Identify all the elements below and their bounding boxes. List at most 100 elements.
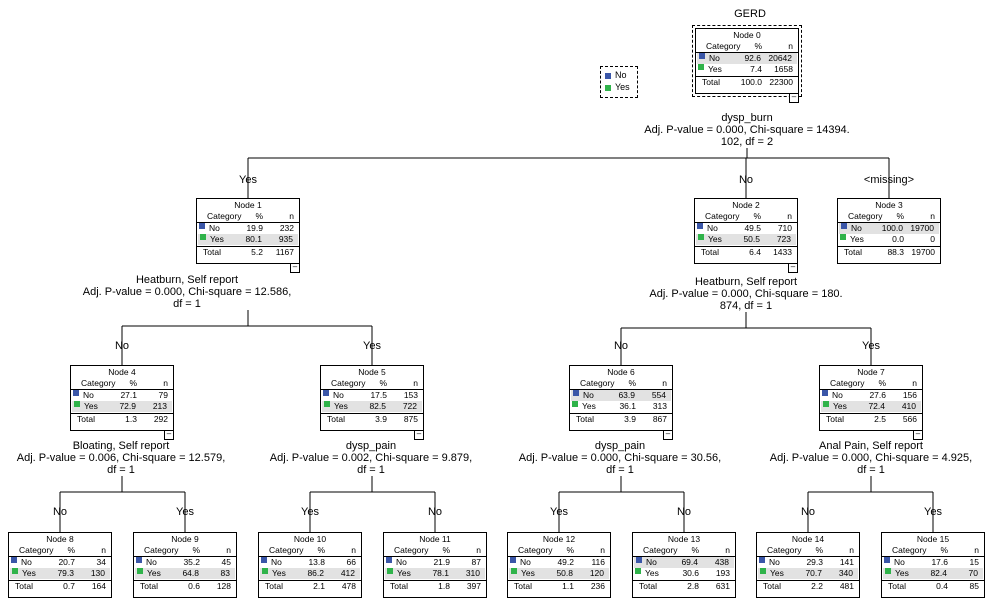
node-header-row: Category % n <box>134 545 236 557</box>
collapse-toggle[interactable]: – <box>788 263 798 273</box>
legend-swatch-no <box>605 73 611 79</box>
node-row-no: No 49.2 116 <box>508 557 610 568</box>
swatch-yes <box>698 234 704 240</box>
node-id: Node 7 <box>857 367 885 377</box>
tree-node-0[interactable]: Node 0 Category % n No 92.6 20642 Yes 7.… <box>692 25 802 103</box>
node-row-no: No 27.6 156 <box>820 390 922 401</box>
tree-node-1[interactable]: Node 1 Category % n No 19.9 232 Yes 80.1… <box>196 198 300 273</box>
node-id: Node 0 <box>733 30 761 40</box>
node-id: Node 9 <box>171 534 199 544</box>
branch-label-node-2: No <box>738 174 754 186</box>
tree-node-9[interactable]: Node 9 Category % n No 35.2 45 Yes 64.8 … <box>133 532 237 598</box>
swatch-no <box>841 223 847 229</box>
swatch-yes <box>137 568 143 574</box>
node-header-row: Category % n <box>757 545 859 557</box>
tree-node-10[interactable]: Node 10 Category % n No 13.8 66 Yes 86.2… <box>258 532 362 598</box>
tree-node-13[interactable]: Node 13 Category % n No 69.4 438 Yes 30.… <box>632 532 736 598</box>
node-header-row: Category % n <box>9 545 111 557</box>
node-header-row: Category % n <box>695 211 797 223</box>
node-row-yes: Yes 80.1 935 <box>198 234 298 245</box>
tree-node-12[interactable]: Node 12 Category % n No 49.2 116 Yes 50.… <box>507 532 611 598</box>
swatch-no <box>386 557 392 563</box>
node-header-row: Category % n <box>384 545 486 557</box>
node-row-total: Total 2.8 631 <box>633 580 735 592</box>
tree-node-5[interactable]: Node 5 Category % n No 17.5 153 Yes 82.5… <box>320 365 424 440</box>
node-row-no: No 27.1 79 <box>71 390 173 401</box>
tree-node-15[interactable]: Node 15 Category % n No 17.6 15 Yes 82.4… <box>881 532 985 598</box>
node-id: Node 6 <box>607 367 635 377</box>
swatch-no <box>759 557 765 563</box>
branch-label-node-14: No <box>800 506 816 518</box>
swatch-no <box>136 557 142 563</box>
split-label-node-2: Heatburn, Self report Adj. P-value = 0.0… <box>649 276 843 312</box>
node-row-no: No 63.9 554 <box>571 390 671 401</box>
swatch-no <box>636 557 642 563</box>
collapse-toggle[interactable]: – <box>789 93 799 103</box>
swatch-yes <box>572 401 578 407</box>
node-row-yes: Yes 64.8 83 <box>135 568 235 579</box>
tree-node-3[interactable]: Node 3 Category % n No 100.0 19700 Yes 0… <box>837 198 941 264</box>
tree-node-14[interactable]: Node 14 Category % n No 29.3 141 Yes 70.… <box>756 532 860 598</box>
swatch-no <box>822 390 828 396</box>
swatch-no <box>323 390 329 396</box>
node-row-no: No 49.5 710 <box>695 223 797 234</box>
node-id: Node 11 <box>419 534 451 544</box>
swatch-no <box>884 557 890 563</box>
node-row-total: Total 88.3 19700 <box>838 246 940 258</box>
collapse-toggle[interactable]: – <box>164 430 174 440</box>
swatch-yes <box>823 401 829 407</box>
node-row-total: Total 100.0 22300 <box>696 76 798 88</box>
node-id: Node 4 <box>108 367 136 377</box>
node-row-yes: Yes 0.0 0 <box>838 234 940 245</box>
swatch-yes <box>387 568 393 574</box>
node-row-no: No 20.7 34 <box>9 557 111 568</box>
node-header-row: Category % n <box>508 545 610 557</box>
collapse-toggle[interactable]: – <box>663 430 673 440</box>
node-row-yes: Yes 50.5 723 <box>696 234 796 245</box>
collapse-toggle[interactable]: – <box>913 430 923 440</box>
split-label-node-1: Heatburn, Self report Adj. P-value = 0.0… <box>82 274 292 310</box>
node-header-row: Category % n <box>570 378 672 390</box>
node-row-total: Total 3.9 875 <box>321 413 423 425</box>
node-row-no: No 21.9 87 <box>384 557 486 568</box>
node-id: Node 5 <box>358 367 386 377</box>
tree-node-6[interactable]: Node 6 Category % n No 63.9 554 Yes 36.1… <box>569 365 673 440</box>
legend-item-no: No <box>605 70 637 82</box>
node-row-total: Total 1.1 236 <box>508 580 610 592</box>
branch-label-node-15: Yes <box>924 506 942 518</box>
node-row-yes: Yes 82.5 722 <box>322 401 422 412</box>
node-row-no: No 29.3 141 <box>757 557 859 568</box>
diagram-title: GERD <box>734 8 766 20</box>
node-id: Node 3 <box>875 200 903 210</box>
branch-label-node-13: No <box>676 506 692 518</box>
tree-node-2[interactable]: Node 2 Category % n No 49.5 710 Yes 50.5… <box>694 198 798 273</box>
tree-node-11[interactable]: Node 11 Category % n No 21.9 87 Yes 78.1… <box>383 532 487 598</box>
swatch-yes <box>262 568 268 574</box>
node-header-row: Category % n <box>882 545 984 557</box>
node-id: Node 15 <box>916 534 950 544</box>
tree-node-7[interactable]: Node 7 Category % n No 27.6 156 Yes 72.4… <box>819 365 923 440</box>
collapse-toggle[interactable]: – <box>414 430 424 440</box>
node-row-total: Total 1.8 397 <box>384 580 486 592</box>
node-row-total: Total 2.5 566 <box>820 413 922 425</box>
swatch-no <box>699 53 705 59</box>
node-row-total: Total 0.7 164 <box>9 580 111 592</box>
node-row-total: Total 5.2 1167 <box>197 246 299 258</box>
node-row-yes: Yes 36.1 313 <box>570 401 672 412</box>
tree-node-8[interactable]: Node 8 Category % n No 20.7 34 Yes 79.3 … <box>8 532 112 598</box>
tree-node-4[interactable]: Node 4 Category % n No 27.1 79 Yes 72.9 … <box>70 365 174 440</box>
node-row-yes: Yes 78.1 310 <box>385 568 485 579</box>
node-row-yes: Yes 72.4 410 <box>821 401 921 412</box>
node-header-row: Category % n <box>71 378 173 390</box>
split-label-node-0: dysp_burn Adj. P-value = 0.000, Chi-squa… <box>644 112 850 148</box>
collapse-toggle[interactable]: – <box>290 263 300 273</box>
node-header-row: Category % n <box>633 545 735 557</box>
branch-label-node-6: No <box>613 340 629 352</box>
split-label-node-5: dysp_pain Adj. P-value = 0.002, Chi-squa… <box>269 440 473 476</box>
branch-label-node-7: Yes <box>862 340 880 352</box>
split-label-node-7: Anal Pain, Self report Adj. P-value = 0.… <box>769 440 973 476</box>
swatch-no <box>261 557 267 563</box>
node-row-no: No 13.8 66 <box>259 557 361 568</box>
node-row-no: No 17.5 153 <box>321 390 423 401</box>
node-id: Node 8 <box>46 534 74 544</box>
